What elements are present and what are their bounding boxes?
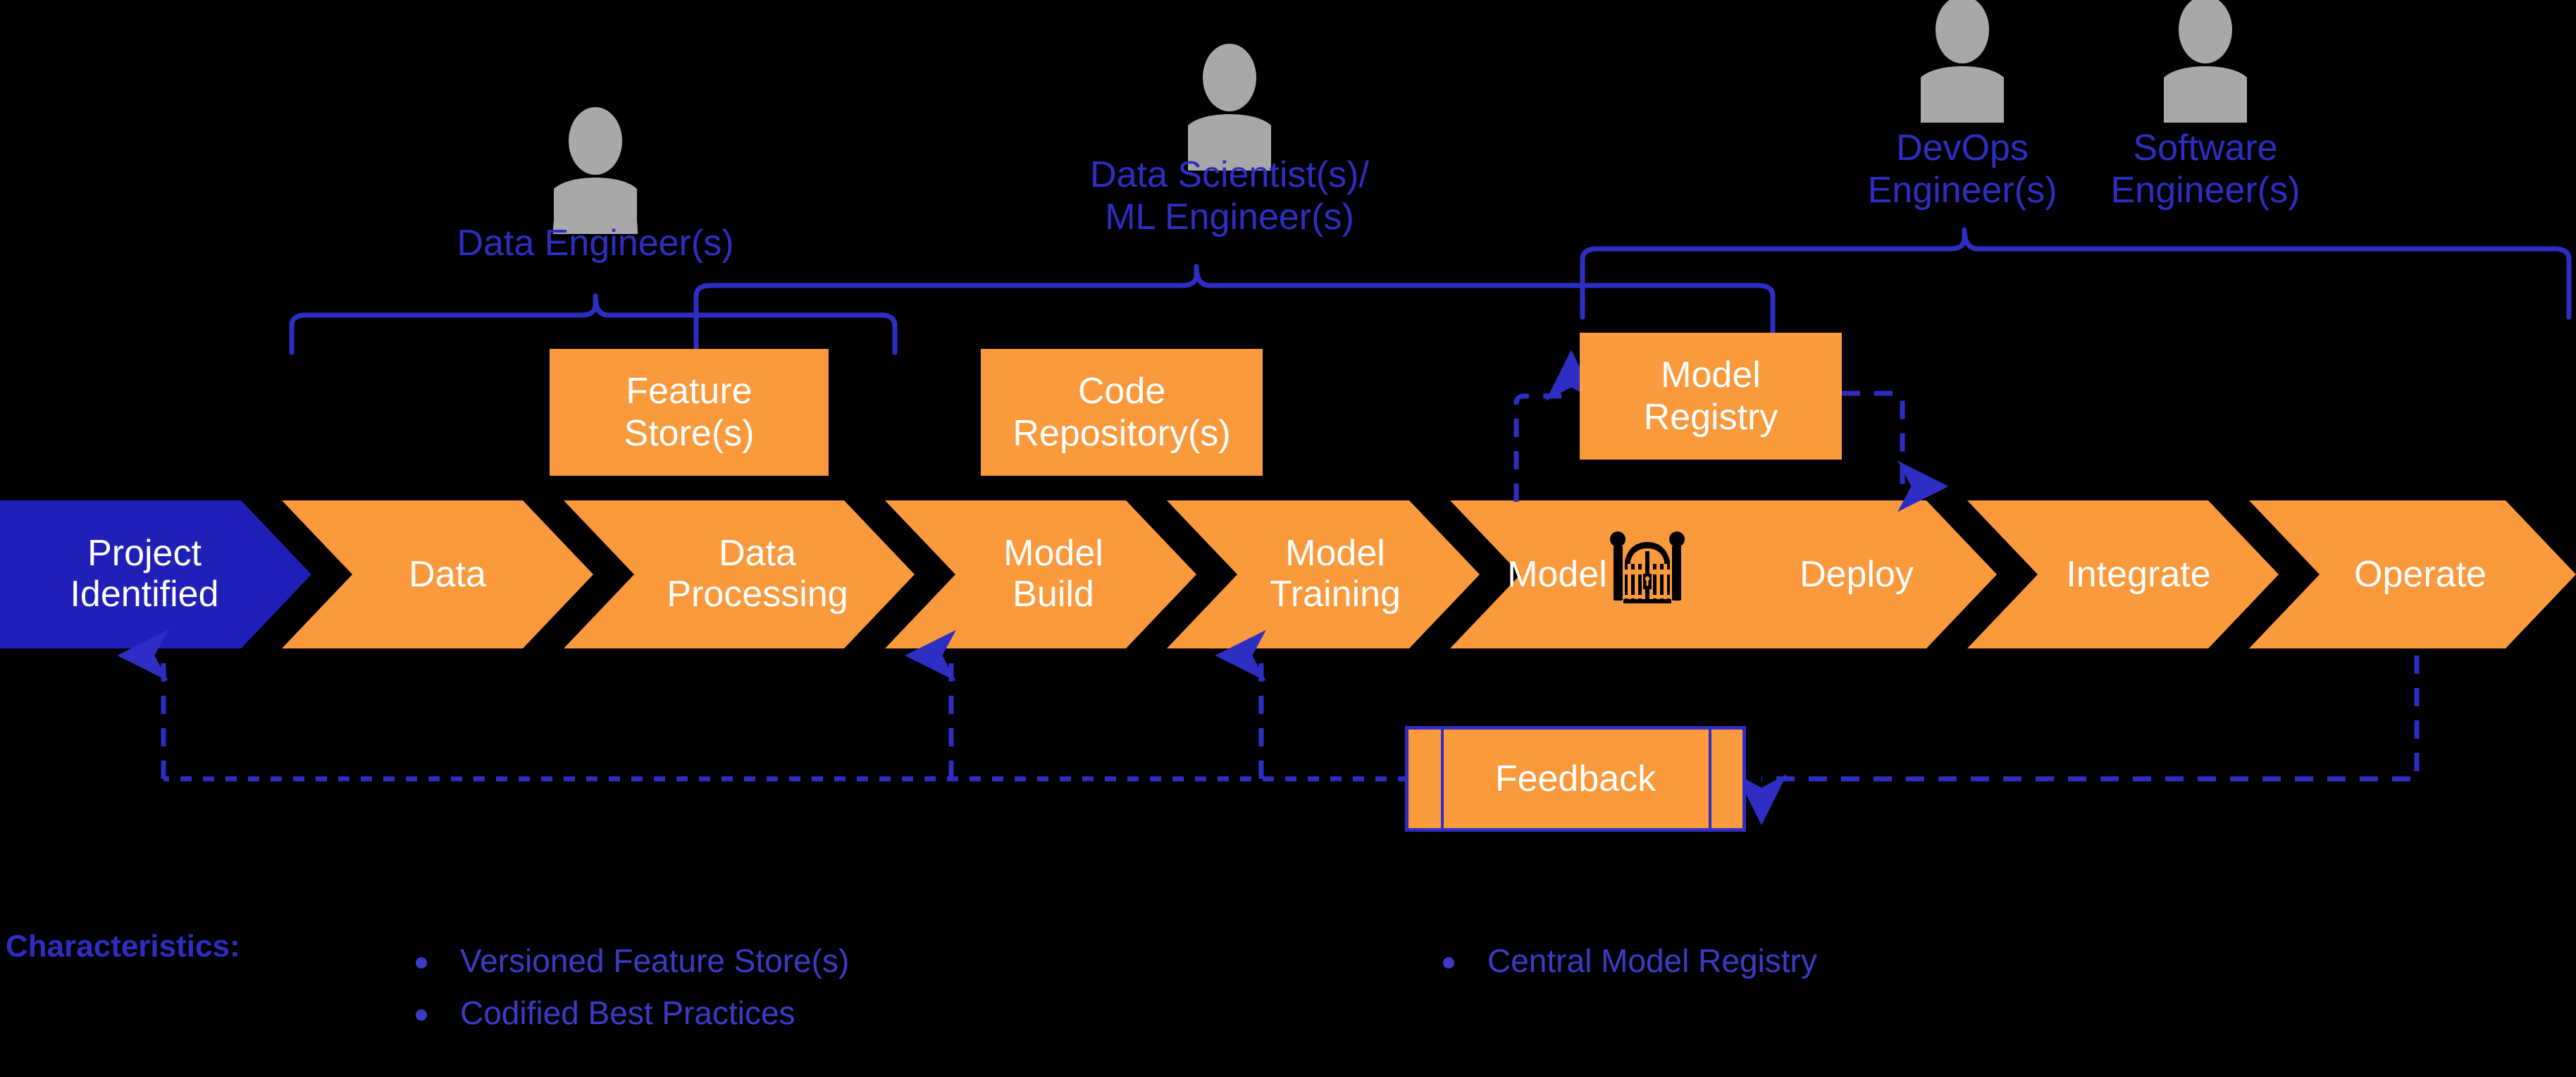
person-icon-software-engineer — [2164, 0, 2247, 123]
stage-label-model-gate: Model — [1507, 554, 1607, 595]
chevron-deploy[interactable] — [1685, 500, 1997, 648]
person-icon-data-scientist — [1188, 44, 1271, 171]
pipeline-chevrons — [0, 500, 2576, 648]
connector-model-registry-out — [1842, 390, 1949, 512]
role-label-data-engineer: Data Engineer(s) — [457, 223, 734, 264]
chevron-data[interactable] — [282, 500, 593, 648]
chevron-data-processing[interactable] — [564, 500, 915, 648]
bullet-icon — [416, 957, 427, 968]
stage-label-project-identified: Project Identified — [70, 533, 219, 615]
brace-data-scientist — [693, 264, 1776, 355]
characteristics-title: Characteristics: — [6, 929, 240, 964]
stage-label-data-processing: Data Processing — [667, 533, 848, 615]
connector-model-registry-in — [1513, 350, 1597, 502]
artifact-feature-store[interactable]: Feature Store(s) — [550, 349, 829, 476]
brace-data-engineer — [289, 293, 898, 355]
characteristic-item-0: Versioned Feature Store(s) — [460, 942, 850, 979]
role-label-software-engineer: Software Engineer(s) — [2110, 128, 2301, 211]
person-icon-data-engineer — [553, 107, 638, 234]
brace-devops-software — [1580, 227, 2572, 320]
chevron-operate[interactable] — [2249, 500, 2576, 648]
chevron-project-identified[interactable] — [0, 500, 311, 648]
connector-operate-to-feedback — [1735, 656, 2420, 825]
artifact-model-registry[interactable]: Model Registry — [1580, 333, 1842, 460]
chevron-integrate[interactable] — [1967, 500, 2279, 648]
bullet-icon — [1443, 957, 1454, 968]
stage-label-operate: Operate — [2354, 554, 2487, 595]
characteristic-item-1: Codified Best Practices — [460, 995, 795, 1031]
feedback-box[interactable]: Feedback — [1405, 726, 1746, 832]
feedback-right-divider — [1709, 730, 1711, 828]
feedback-left-divider — [1441, 730, 1444, 828]
role-label-devops-engineer: DevOps Engineer(s) — [1867, 128, 2057, 211]
characteristic-item-2: Central Model Registry — [1487, 942, 1817, 979]
stage-label-deploy: Deploy — [1800, 554, 1914, 595]
stage-label-model-build: Model Build — [1003, 533, 1103, 615]
stage-label-integrate: Integrate — [2066, 554, 2211, 595]
chevron-model-training[interactable] — [1167, 500, 1480, 648]
stage-label-data: Data — [409, 554, 486, 595]
stage-label-model-training: Model Training — [1270, 533, 1401, 615]
chevron-model-build[interactable] — [885, 500, 1196, 648]
bullet-icon — [416, 1009, 427, 1021]
role-label-data-scientist: Data Scientist(s)/ ML Engineer(s) — [1090, 154, 1369, 238]
gate-icon — [1610, 531, 1685, 603]
person-icon-devops-engineer — [1921, 0, 2004, 123]
artifact-code-repository[interactable]: Code Repository(s) — [981, 349, 1263, 476]
feedback-label: Feedback — [1494, 758, 1657, 799]
